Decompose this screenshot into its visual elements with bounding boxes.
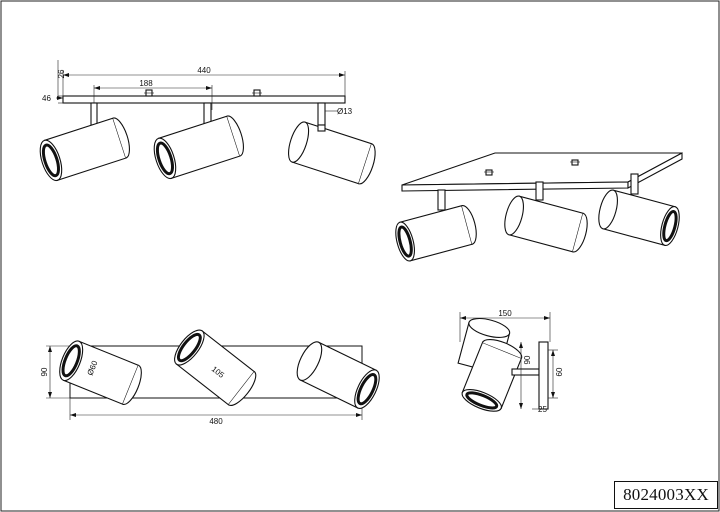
- dim-projection: 150: [498, 309, 512, 318]
- dim-depth: 90: [40, 367, 49, 376]
- dim-plate-width: 25: [538, 405, 547, 414]
- side-view: 150 90 60 25: [457, 309, 564, 414]
- isometric-view: [395, 152, 683, 262]
- top-view: 90 480 Ø60 105: [40, 329, 380, 426]
- dim-height-offset: 46: [42, 94, 51, 103]
- ceiling-plate: [62, 95, 346, 104]
- product-code-label: 8024003XX: [614, 481, 718, 509]
- front-view: 440 188 26 46 Ø13: [39, 60, 376, 185]
- dim-overall-width: 440: [197, 66, 211, 75]
- dim-overall-length: 480: [209, 417, 223, 426]
- dim-plate-height: 60: [555, 367, 564, 376]
- dim-plate-thickness: 26: [57, 69, 66, 78]
- dim-stem-diameter: Ø13: [337, 107, 353, 116]
- dim-side-height: 90: [523, 355, 532, 364]
- dim-spot-spacing: 188: [139, 79, 153, 88]
